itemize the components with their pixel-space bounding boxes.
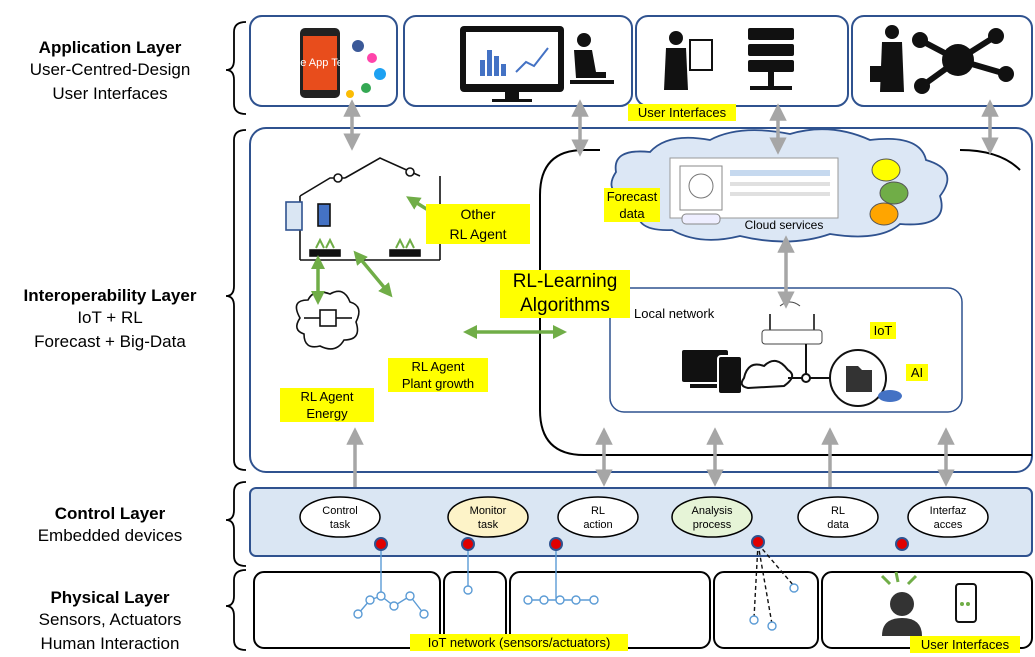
control-node-label: acces <box>934 519 963 531</box>
app-box-network <box>851 15 1033 107</box>
interoperability-layer-name: Interoperability Layer <box>23 286 197 305</box>
brace-physical <box>225 569 247 651</box>
control-node-label: Interfaz <box>930 505 967 517</box>
smartphone-icon <box>955 583 977 623</box>
devices-icon <box>682 344 830 395</box>
control-node: RL action <box>557 496 639 538</box>
cloud-services-label: Cloud services <box>745 218 824 232</box>
green-arrow-to-plant <box>353 250 393 298</box>
control-node-ellipse <box>557 496 639 538</box>
worker-with-briefcase-icon <box>870 25 904 92</box>
monitor-chart-icon <box>460 26 564 102</box>
control-node-ellipse <box>671 496 753 538</box>
router-icon <box>761 301 823 345</box>
control-node-label: Monitor <box>470 505 507 517</box>
control-node: Monitor task <box>447 496 529 538</box>
interoperability-layer-line-2: Forecast + Big-Data <box>34 332 186 351</box>
control-node-label: task <box>330 519 351 531</box>
mobile-app-icon: Mobile App Testing <box>274 28 386 98</box>
person-at-desk-icon <box>570 33 614 84</box>
technician-icon <box>664 31 713 90</box>
control-node-ellipse <box>447 496 529 538</box>
control-node-label: action <box>583 519 612 531</box>
control-nodes: Control task Monitor task RL action Analysis pr… <box>299 496 989 538</box>
rl-learning-region <box>539 149 1032 456</box>
control-node-ellipse <box>299 496 381 538</box>
network-hub-icon <box>912 28 1014 94</box>
iot-label: IoT <box>870 322 896 339</box>
control-node-label: RL <box>831 505 845 517</box>
control-node-label: RL <box>591 505 605 517</box>
control-node-ellipse <box>797 496 879 538</box>
server-rack-icon <box>748 28 794 90</box>
interoperability-frame <box>249 127 1033 473</box>
application-boxes <box>249 15 1033 107</box>
rl-learning-algorithms-label: RL-Learning Algorithms <box>500 270 630 318</box>
ai-label: AI <box>906 364 928 381</box>
application-layer-line-2: User Interfaces <box>52 84 168 103</box>
farmer-icon <box>880 571 922 636</box>
control-node: Analysis process <box>671 496 753 538</box>
control-node-ellipse <box>907 496 989 538</box>
control-node: Control task <box>299 496 381 538</box>
application-layer-name: Application Layer <box>38 38 182 57</box>
other-rl-agent-label: Other RL Agent <box>426 204 530 244</box>
rl-agent-energy-label: RL Agent Energy <box>280 388 374 422</box>
control-layer-title: Control Layer Embedded devices <box>0 504 220 548</box>
user-interfaces-top-label: User Interfaces <box>628 104 736 121</box>
app-box-server <box>635 15 849 107</box>
rl-agent-plant-growth-label: RL Agent Plant growth <box>388 358 488 392</box>
control-layer-line-1: Embedded devices <box>37 526 183 545</box>
layer-braces <box>225 21 247 651</box>
phys-box-1 <box>253 571 441 649</box>
control-node-label: Control <box>322 505 357 517</box>
ai-folder-icon <box>829 349 902 407</box>
cloud-services-shape: Cloud services <box>610 128 949 243</box>
interoperability-layer-line-1: IoT + RL <box>77 308 143 327</box>
mobile-app-testing-label: Mobile App Testing <box>274 57 366 69</box>
brain-chip-icon <box>295 290 360 350</box>
dashed-sensor-links <box>753 543 795 625</box>
control-node: Interfaz acces <box>907 496 989 538</box>
brace-interoperability <box>225 129 247 471</box>
control-node: RL data <box>797 496 879 538</box>
control-node-label: Analysis <box>692 505 733 517</box>
brace-application <box>225 21 247 115</box>
iot-network-label: IoT network (sensors/actuators) <box>410 634 628 651</box>
application-layer-title: Application Layer User-Centred-Design Us… <box>0 38 220 106</box>
forecast-data-label: Forecast data <box>604 188 660 222</box>
user-interfaces-bottom-label: User Interfaces <box>910 636 1020 653</box>
physical-layer-title: Physical Layer Sensors, Actuators Human … <box>0 588 220 656</box>
physical-layer-line-1: Sensors, Actuators <box>38 610 182 629</box>
control-node-label: data <box>827 519 849 531</box>
app-box-monitor <box>403 15 633 107</box>
physical-layer-line-2: Human Interaction <box>40 634 180 653</box>
control-node-label: task <box>478 519 499 531</box>
dashed-sensor-nodes <box>749 583 799 631</box>
phys-box-4 <box>713 571 819 649</box>
app-box-mobile <box>249 15 398 107</box>
control-node-label: process <box>693 519 732 531</box>
physical-layer-name: Physical Layer <box>50 588 170 607</box>
interoperability-layer-title: Interoperability Layer IoT + RL Forecast… <box>0 286 220 354</box>
brace-control <box>225 481 247 567</box>
application-layer-line-1: User-Centred-Design <box>29 60 191 79</box>
local-network-label: Local network <box>634 306 715 321</box>
greenhouse-grid <box>285 157 441 261</box>
control-layer-name: Control Layer <box>54 504 166 523</box>
sensor-network-links <box>353 544 599 619</box>
sensor-red-dots <box>374 535 909 551</box>
